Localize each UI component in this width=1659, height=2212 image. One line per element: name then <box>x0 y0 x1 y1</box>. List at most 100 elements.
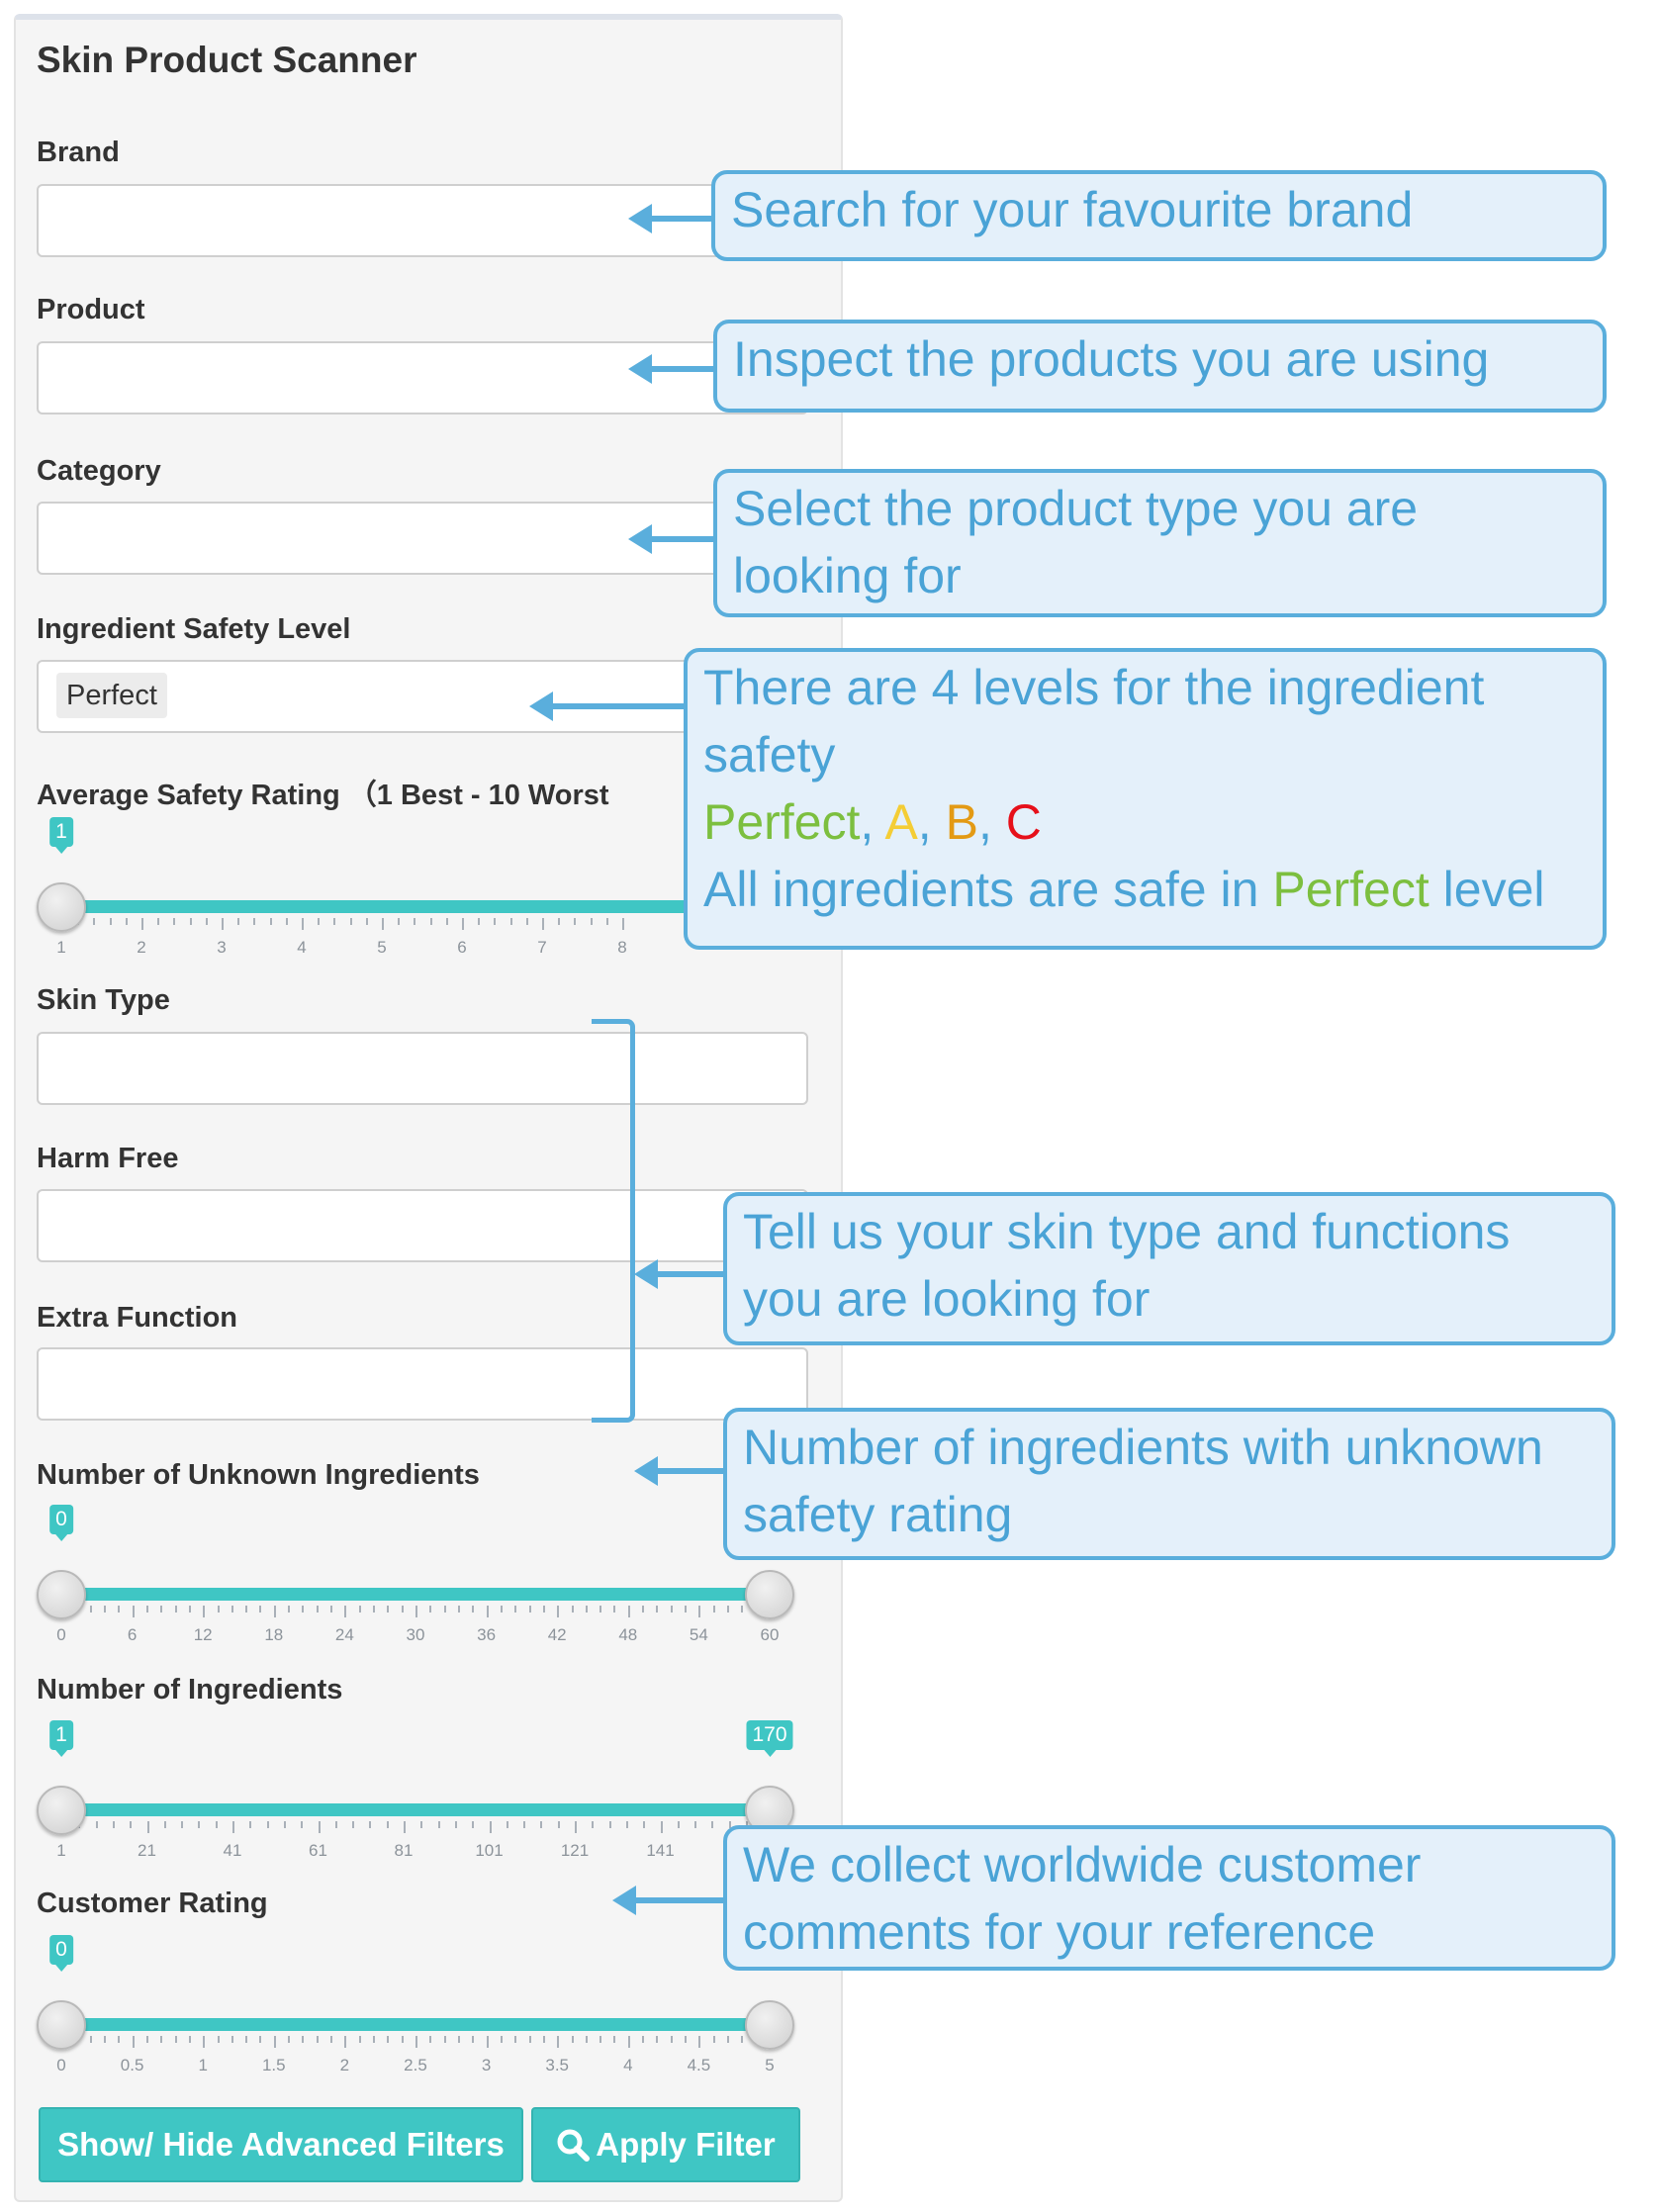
slider-track[interactable] <box>61 1803 770 1816</box>
minor-tick <box>188 1606 191 1613</box>
minor-tick <box>118 1606 121 1613</box>
tick-mark <box>344 2036 347 2048</box>
minor-tick <box>642 1606 645 1613</box>
category-callout: Select the product type you are looking … <box>713 469 1607 617</box>
tick-label: 1.5 <box>261 2056 286 2074</box>
minor-tick <box>205 918 208 925</box>
minor-tick <box>302 2036 305 2043</box>
minor-tick <box>457 2036 460 2043</box>
tick-mark <box>382 918 384 930</box>
tick-mark <box>415 1606 417 1617</box>
minor-tick <box>230 1606 233 1613</box>
minor-tick <box>478 918 481 925</box>
minor-tick <box>89 1606 92 1613</box>
minor-tick <box>316 1606 319 1613</box>
minor-tick <box>333 918 336 925</box>
product-label: Product <box>37 294 145 325</box>
minor-tick <box>523 1821 526 1828</box>
minor-tick <box>494 918 497 925</box>
minor-tick <box>330 1606 333 1613</box>
harm-free-select[interactable] <box>37 1189 808 1262</box>
search-icon <box>557 2129 591 2162</box>
minor-tick <box>571 1606 574 1613</box>
tick-mark <box>660 1821 663 1833</box>
safety-level-chip[interactable]: Perfect <box>56 673 167 718</box>
extra-function-select[interactable] <box>37 1347 808 1421</box>
minor-tick <box>685 1606 688 1613</box>
skin-type-select[interactable] <box>37 1032 808 1105</box>
tick-mark <box>302 918 304 930</box>
product-input[interactable] <box>37 341 808 415</box>
tick-mark <box>575 1821 577 1833</box>
tick-label: 5 <box>765 2056 775 2074</box>
minor-tick <box>514 2036 517 2043</box>
minor-tick <box>656 1606 659 1613</box>
minor-tick <box>558 918 561 925</box>
slider-track[interactable] <box>61 1588 770 1601</box>
minor-tick <box>259 2036 262 2043</box>
tick-label: 48 <box>618 1625 638 1644</box>
skin-callout: Tell us your skin type and functions you… <box>723 1192 1615 1345</box>
tick-label: 81 <box>394 1841 414 1860</box>
level-a: A <box>884 794 918 850</box>
minor-tick <box>608 1821 611 1828</box>
minor-tick <box>217 1606 220 1613</box>
tick-label: 30 <box>406 1625 425 1644</box>
unknown-ingredients-label: Number of Unknown Ingredients <box>37 1459 480 1491</box>
minor-tick <box>443 1606 446 1613</box>
minor-tick <box>93 918 96 925</box>
minor-tick <box>599 1606 602 1613</box>
tick-mark <box>146 1821 149 1833</box>
minor-tick <box>429 2036 432 2043</box>
tick-mark <box>273 2036 276 2048</box>
minor-tick <box>590 918 593 925</box>
category-label: Category <box>37 455 161 487</box>
tick-mark <box>486 1606 489 1617</box>
tick-label: 0 <box>56 1625 66 1644</box>
minor-tick <box>625 1821 628 1828</box>
safety-callout-line1: There are 4 levels for the ingredient sa… <box>703 660 1485 783</box>
brand-arrow <box>628 204 711 233</box>
toggle-advanced-filters-button[interactable]: Show/ Hide Advanced Filters <box>39 2107 523 2182</box>
slider-handle-max[interactable] <box>745 2000 794 2050</box>
minor-tick <box>656 2036 659 2043</box>
slider-handle-min[interactable] <box>37 882 86 932</box>
slider-handle-max[interactable] <box>745 1570 794 1619</box>
slider-handle-min[interactable] <box>37 1570 86 1619</box>
minor-tick <box>253 918 256 925</box>
tick-label: 60 <box>760 1625 780 1644</box>
minor-tick <box>103 1606 106 1613</box>
tick-mark <box>344 1606 347 1617</box>
slider-value-bubble: 1 <box>49 1720 73 1750</box>
minor-tick <box>365 918 368 925</box>
apply-filter-button[interactable]: Apply Filter <box>531 2107 800 2182</box>
minor-tick <box>283 1821 286 1828</box>
slider-track[interactable] <box>61 900 770 913</box>
customer-arrow <box>612 1886 723 1915</box>
minor-tick <box>571 2036 574 2043</box>
num-ingredients-slider[interactable]: 1214161811011211411611170 <box>22 1714 794 1873</box>
minor-tick <box>358 1606 361 1613</box>
slider-handle-min[interactable] <box>37 2000 86 2050</box>
tick-mark <box>273 1606 276 1617</box>
tick-mark <box>404 1821 406 1833</box>
minor-tick <box>429 1606 432 1613</box>
minor-tick <box>217 2036 220 2043</box>
tick-label: 6 <box>127 1625 138 1644</box>
tick-mark <box>698 1606 701 1617</box>
tick-mark <box>627 2036 630 2048</box>
minor-tick <box>387 1606 390 1613</box>
minor-tick <box>727 2036 730 2043</box>
slider-track[interactable] <box>61 2018 770 2031</box>
minor-tick <box>95 1821 98 1828</box>
tick-mark <box>318 1821 321 1833</box>
minor-tick <box>125 918 128 925</box>
minor-tick <box>728 1821 731 1828</box>
minor-tick <box>525 918 528 925</box>
minor-tick <box>398 918 401 925</box>
slider-handle-min[interactable] <box>37 1786 86 1835</box>
minor-tick <box>677 1821 680 1828</box>
